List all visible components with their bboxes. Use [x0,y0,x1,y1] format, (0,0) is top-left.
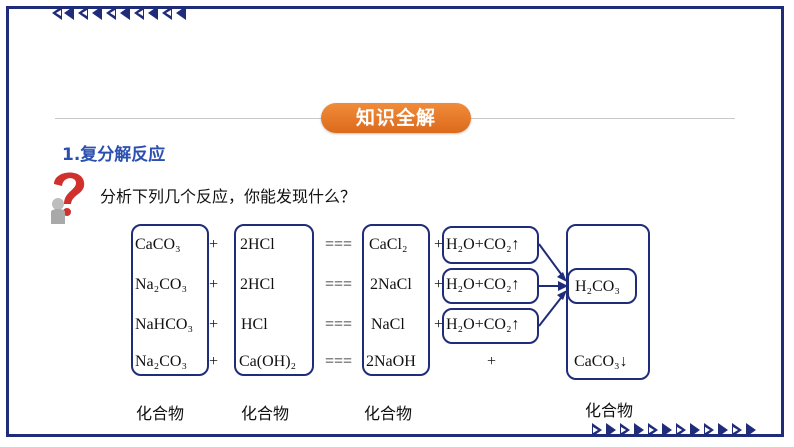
row3-equals: === [325,316,353,333]
row4-product1: 2NaOH [366,353,416,370]
column-label-3: 化合物 [364,404,413,423]
row1-reactant1: CaCO₃ [135,236,181,253]
row3-plus1: + [209,316,219,333]
row4-equals: === [325,353,353,370]
row3-plus2: + [434,316,444,333]
top-arrow-decoration [52,6,202,20]
row3-product1: NaCl [371,316,405,333]
product2-box-row3 [442,308,539,344]
product2-box-row1 [442,226,539,264]
arrow-row1 [538,243,565,279]
column-label-4: 化合物 [585,401,634,420]
reactant2-group-box [234,224,314,376]
question-mark-icon [46,166,90,232]
h2co3-text: H₂CO₃ [575,278,620,295]
product1-group-box [362,224,430,376]
row2-reactant2: 2HCl [240,276,275,293]
row1-product1: CaCl₂ [369,236,408,253]
row4-plus1: + [209,353,219,370]
row3-reactant2: HCl [241,316,268,333]
reactant1-group-box [131,224,209,376]
arrow-row3 [538,293,565,327]
row1-reactant2: 2HCl [240,236,275,253]
section-title: 1.复分解反应 [62,145,166,165]
column-label-1: 化合物 [136,404,185,423]
product2-box-row2 [442,268,539,304]
row2-product1: 2NaCl [370,276,412,293]
row1-product2: H₂O+CO₂↑ [446,236,520,253]
row2-plus1: + [209,276,219,293]
row1-equals: === [325,236,353,253]
row4-reactant2: Ca(OH)₂ [239,353,297,370]
row2-reactant1: Na₂CO₃ [135,276,188,293]
row2-equals: === [325,276,353,293]
section-badge: 知识全解 [321,103,471,133]
caco3-precipitate-text: CaCO₃↓ [574,353,628,370]
combined-group-box [566,224,650,380]
row3-reactant1: NaHCO₃ [135,316,194,333]
row4-plus2: + [487,353,497,370]
row1-plus2: + [434,236,444,253]
slide-frame [6,6,784,437]
column-label-2: 化合物 [241,404,290,423]
row2-product2: H₂O+CO₂↑ [446,276,520,293]
prompt-text: 分析下列几个反应，你能发现什么？ [100,187,357,206]
bottom-arrow-decoration [592,423,772,437]
row3-product2: H₂O+CO₂↑ [446,316,520,333]
row1-plus1: + [209,236,219,253]
row4-reactant1: Na₂CO₃ [135,353,188,370]
row2-plus2: + [434,276,444,293]
